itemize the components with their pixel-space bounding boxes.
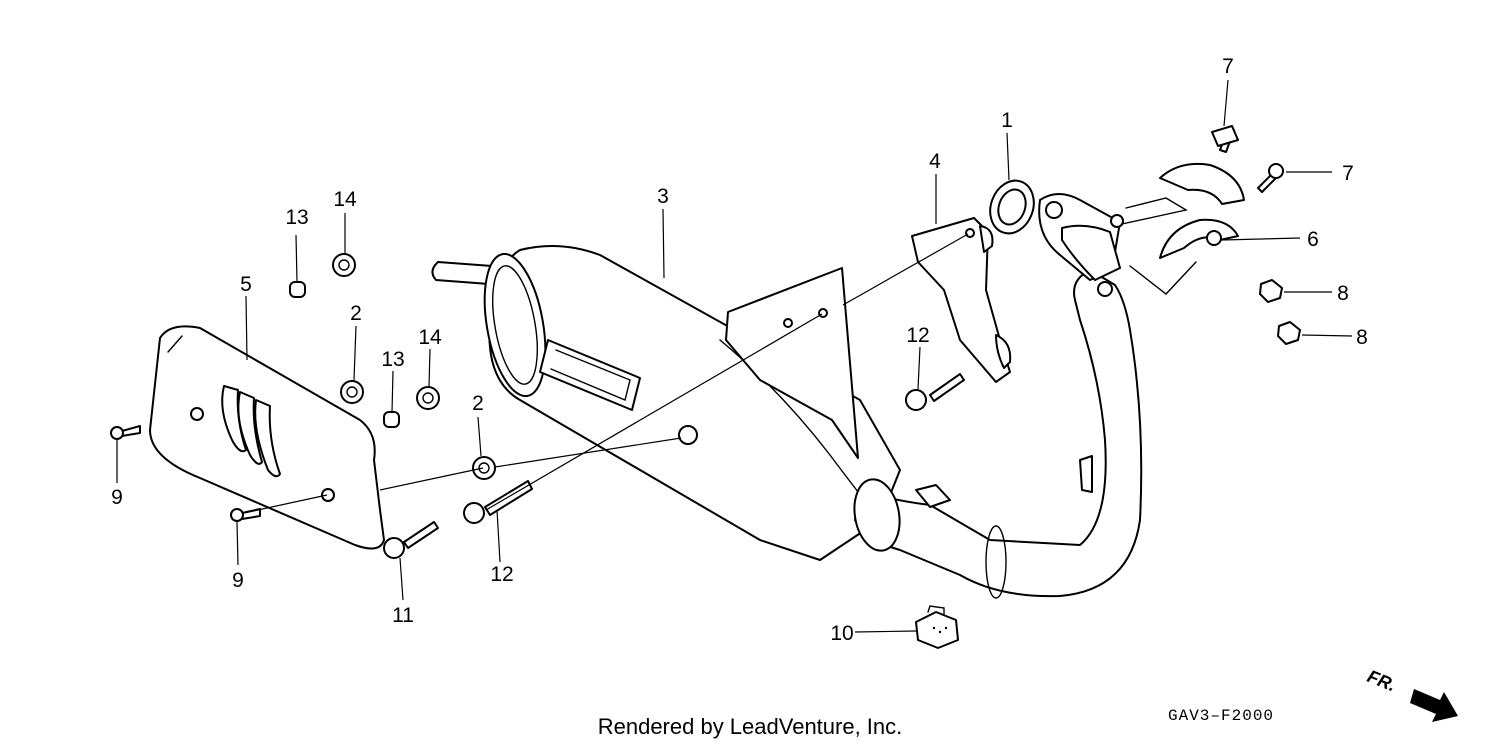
callout-8-lower: 8 [1356,326,1368,349]
bolt-part-11 [383,521,439,559]
callout-9-lower: 9 [232,569,244,592]
callout-7-right: 7 [1342,162,1354,185]
screw-part-9b [230,508,261,522]
callout-7-top: 7 [1222,55,1234,78]
grommet-part-14b [416,386,440,410]
callout-2-lower: 2 [472,392,484,415]
leader-lines [116,79,1353,633]
callout-1: 1 [1001,109,1013,132]
rubber-part-2b [472,456,496,480]
callout-5: 5 [240,273,252,296]
muffler-part [431,245,901,561]
front-arrow-icon [1410,689,1458,722]
diagram-code: GAV3–F2000 [1168,707,1275,725]
bolt-part-7a [1211,125,1239,153]
screw-part-9a [110,425,141,440]
rubber-part-2a [340,380,364,404]
callout-8-upper: 8 [1337,282,1349,305]
joint-collar-part-6 [1159,162,1245,259]
callout-10: 10 [830,622,853,645]
callout-12-right: 12 [906,324,929,347]
callout-6: 6 [1307,228,1319,251]
cap-nut-part-8a [1259,279,1283,303]
callout-13-upper: 13 [285,206,308,229]
callout-14-upper: 14 [333,188,357,211]
cap-nut-part-8b [1277,321,1301,345]
callout-4: 4 [929,150,941,173]
footer-credit: Rendered by LeadVenture, Inc. [597,714,903,739]
collar-part-13b [383,411,400,428]
callout-12-lower: 12 [490,563,513,586]
bolt-part-12a [905,373,965,411]
callout-13-lower: 13 [381,348,404,371]
hardware-items [110,125,1301,649]
callout-14-lower: 14 [418,326,442,349]
callout-labels: 1 2 2 3 4 5 6 7 7 8 8 9 9 10 11 12 12 13… [111,55,1368,645]
exhaust-pipe [853,193,1197,599]
bolt-part-12b [463,480,533,524]
callout-2-upper: 2 [350,302,362,325]
callout-11: 11 [392,604,414,627]
bracket-part-4 [911,217,1012,383]
callout-9-left: 9 [111,486,123,509]
clip-part-10 [915,605,959,649]
heat-shield-part-5 [149,325,385,550]
collar-part-13a [289,281,306,298]
bolt-part-7b [1257,163,1284,193]
grommet-part-14a [332,253,356,277]
callout-3: 3 [657,185,669,208]
rubber-on-muffler [678,425,698,445]
gasket-part-1 [989,179,1035,235]
